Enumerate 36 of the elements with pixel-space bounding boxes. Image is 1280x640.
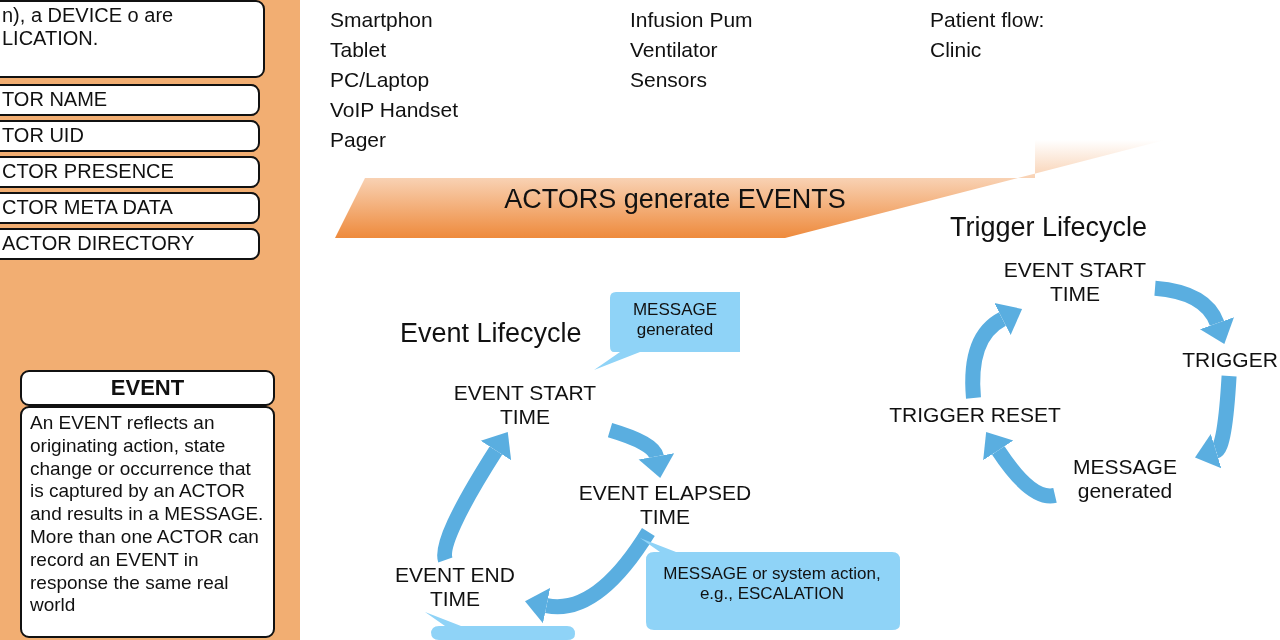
state-label: EVENT END TIME xyxy=(385,560,525,614)
list-item: Infusion Pum xyxy=(630,8,753,32)
field-row: CTOR META DATA xyxy=(0,192,260,224)
state-label: EVENT START TIME xyxy=(995,255,1155,309)
field-row: n), a DEVICE o are LICATION. xyxy=(0,0,265,78)
list-item: Clinic xyxy=(930,38,982,62)
speech-bubble xyxy=(640,538,900,630)
field-row: ACTOR DIRECTORY xyxy=(0,228,260,260)
list-item: Ventilator xyxy=(630,38,718,62)
bubble-text: MESSAGE or system action, e.g., ESCALATION xyxy=(662,564,882,605)
bubble-text: MESSAGE generated xyxy=(631,300,719,341)
state-label: EVENT START TIME xyxy=(440,378,610,432)
list-item: Smartphon xyxy=(330,8,433,32)
card-heading: EVENT xyxy=(20,370,275,406)
banner-text: ACTORS generate EVENTS xyxy=(503,184,847,215)
section-title: Event Lifecycle xyxy=(400,318,582,349)
state-label: TRIGGER RESET xyxy=(880,398,1070,432)
state-label: MESSAGE generated xyxy=(1055,452,1195,506)
field-row: TOR UID xyxy=(0,120,260,152)
field-row: CTOR PRESENCE xyxy=(0,156,260,188)
cycle-arrow xyxy=(1197,375,1237,467)
list-item: VoIP Handset xyxy=(330,98,459,122)
state-label: TRIGGER xyxy=(1180,344,1280,376)
list-item: Tablet xyxy=(330,38,387,62)
state-label: EVENT ELAPSED TIME xyxy=(560,478,770,532)
field-row: TOR NAME xyxy=(0,84,260,116)
card-body-text: An EVENT reflects an originating action, state change or occurrence that is captured by an ACTOR and results in a MESSAGE. More than one ACTOR can record an EVENT in response the same real world xyxy=(20,406,275,638)
list-item: Sensors xyxy=(630,68,708,92)
speech-bubble xyxy=(425,612,575,640)
list-item: Pager xyxy=(330,128,387,152)
list-item: PC/Laptop xyxy=(330,68,430,92)
cycle-arrow xyxy=(437,431,512,562)
cycle-arrow xyxy=(524,527,655,624)
side-panel xyxy=(0,0,300,640)
list-item: Patient flow: xyxy=(930,8,1045,32)
section-title: Trigger Lifecycle xyxy=(950,212,1148,243)
